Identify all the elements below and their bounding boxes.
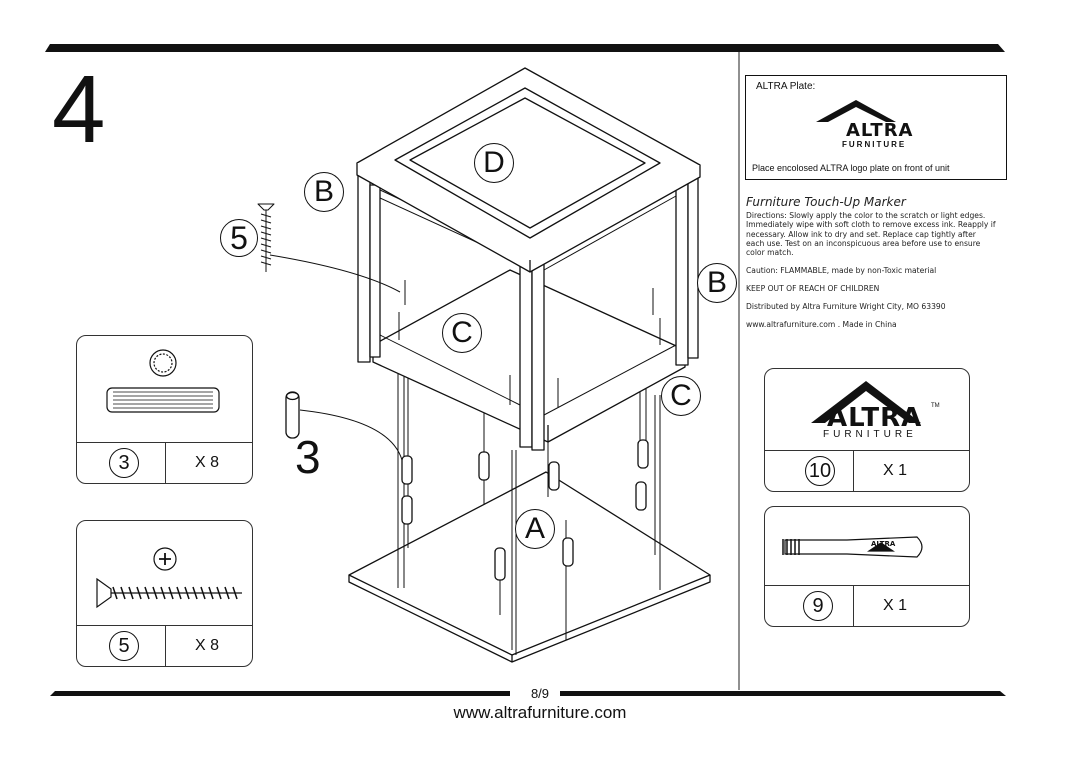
footer-url[interactable]: www.altrafurniture.com (453, 703, 627, 722)
part-box-marker: ALTRA 9 X 1 (764, 506, 970, 627)
callout-b-left: B (304, 172, 344, 212)
touchup-caution: Caution: FLAMMABLE, made by non-Toxic ma… (746, 266, 937, 276)
touchup-directions: Directions: Slowly apply the color to th… (746, 211, 996, 257)
callout-dowel-3: 3 (295, 431, 321, 483)
callout-b-right: B (697, 263, 737, 303)
step-number: 4 (52, 56, 106, 163)
dowel-icon (106, 349, 220, 413)
plate-logo: ALTRA (846, 120, 914, 141)
part-quantity: X 8 (195, 637, 220, 654)
part-number: 3 (109, 448, 139, 478)
base-panel-a (348, 471, 711, 663)
page-number: 8/9 (530, 686, 550, 701)
part-box-screw-footer: 5 X 8 (77, 625, 252, 666)
part-box-dowel: 3 X 8 (76, 335, 253, 484)
header-bar (45, 44, 1005, 52)
dowels (401, 439, 649, 581)
part-number: 5 (109, 631, 139, 661)
part-box-screw: 5 X 8 (76, 520, 253, 667)
part-box-logo-footer: 10 X 1 (765, 450, 969, 491)
callout-a: A (515, 509, 555, 549)
directions-text: Slowly apply the color to the scratch or… (746, 211, 996, 258)
logo-card-tm: TM (931, 403, 940, 409)
altra-logo-icon (811, 381, 921, 423)
screws (398, 280, 661, 408)
divider (853, 451, 854, 491)
dowel-leader (299, 409, 403, 461)
callout-c-outer: C (661, 376, 701, 416)
part-box-marker-footer: 9 X 1 (765, 585, 969, 626)
screw-leader (269, 254, 401, 293)
footer-bar-right (560, 691, 1006, 696)
loose-dowel (285, 391, 300, 439)
divider (853, 586, 854, 626)
part-box-dowel-footer: 3 X 8 (77, 442, 252, 483)
plate-logo-sub: FURNITURE (842, 140, 907, 149)
logo-card-text: ALTRA (827, 403, 923, 433)
marker-label: ALTRA (871, 540, 896, 548)
callout-c-inner: C (442, 313, 482, 353)
footer-bar-left (50, 691, 510, 696)
plate-note: Place encolosed ALTRA logo plate on fron… (752, 163, 950, 173)
marker-pen-icon (782, 536, 923, 558)
screw-icon (96, 547, 242, 609)
part-number: 9 (803, 591, 833, 621)
touchup-keep: KEEP OUT OF REACH OF CHILDREN (746, 284, 880, 294)
divider (165, 626, 166, 666)
logo-plate-box: ALTRA Plate: ALTRA FURNITURE Place encol… (745, 75, 1007, 180)
top-panel-d (356, 67, 701, 273)
loose-screw (257, 203, 275, 272)
legs (357, 167, 699, 451)
touchup-web: www.altrafurniture.com . Made in China (746, 320, 897, 330)
divider (165, 443, 166, 483)
part-quantity: X 8 (195, 454, 220, 471)
altra-mountain-icon (816, 100, 896, 122)
callout-d: D (474, 143, 514, 183)
touchup-title: Furniture Touch-Up Marker (746, 195, 906, 209)
part-quantity: X 1 (883, 462, 908, 479)
part-quantity: X 1 (883, 597, 908, 614)
touchup-distributed: Distributed by Altra Furniture Wright Ci… (746, 302, 946, 312)
logo-card-sub: FURNITURE (823, 429, 917, 440)
part-number: 10 (805, 456, 835, 486)
part-box-logo: ALTRA TM FURNITURE 10 X 1 (764, 368, 970, 492)
touchup-info: Furniture Touch-Up Marker Directions: Sl… (746, 195, 996, 329)
callout-screw-5: 5 (220, 219, 258, 257)
directions-label: Directions: (746, 211, 787, 220)
plate-label: ALTRA Plate: (756, 81, 816, 92)
